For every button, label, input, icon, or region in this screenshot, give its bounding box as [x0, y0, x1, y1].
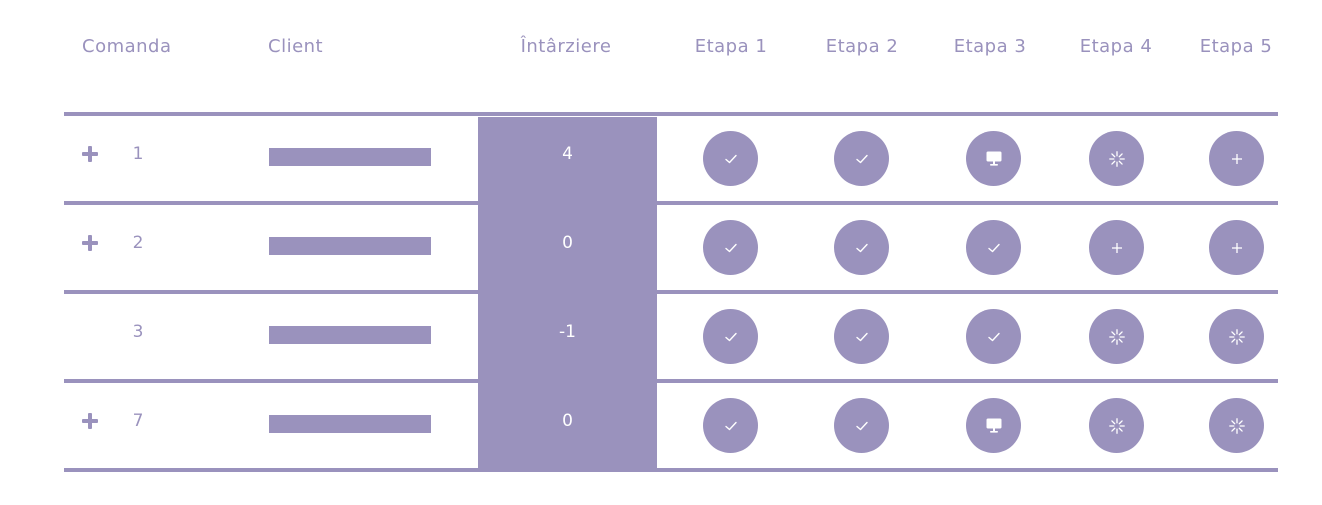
plus-icon: [1231, 242, 1243, 254]
stage-5-status[interactable]: [1209, 309, 1264, 364]
stage-3-status[interactable]: [966, 309, 1021, 364]
check-icon: [724, 242, 738, 254]
stage-4-status[interactable]: [1089, 131, 1144, 186]
check-icon: [724, 331, 738, 343]
table-row[interactable]: 3 -1: [0, 295, 1322, 381]
row-divider: [64, 112, 1278, 116]
stage-2-status[interactable]: [834, 309, 889, 364]
expand-row-plus-icon[interactable]: [81, 412, 99, 430]
stage-4-status[interactable]: [1089, 220, 1144, 275]
order-number: 2: [132, 233, 144, 253]
stage-4-status[interactable]: [1089, 309, 1144, 364]
order-number: 3: [132, 322, 144, 342]
check-icon: [855, 153, 869, 165]
spinner-icon: [1228, 328, 1246, 346]
header-stage-4[interactable]: Etapa 4: [1079, 36, 1153, 57]
check-icon: [724, 153, 738, 165]
row-divider: [64, 201, 1278, 205]
stage-3-status[interactable]: [966, 398, 1021, 453]
stage-1-status[interactable]: [703, 309, 758, 364]
order-number: 7: [132, 411, 144, 431]
stage-2-status[interactable]: [834, 220, 889, 275]
delay-value: 0: [562, 233, 573, 253]
client-name-placeholder: [269, 237, 431, 255]
header-stage-5[interactable]: Etapa 5: [1199, 36, 1273, 57]
plus-icon: [1111, 242, 1123, 254]
plus-icon: [1231, 153, 1243, 165]
header-order[interactable]: Comanda: [82, 36, 172, 57]
spinner-icon: [1108, 150, 1126, 168]
header-delay[interactable]: Întârziere: [520, 36, 612, 57]
table-header: Comanda Client Întârziere Etapa 1 Etapa …: [0, 36, 1322, 64]
spinner-icon: [1108, 417, 1126, 435]
stage-3-status[interactable]: [966, 220, 1021, 275]
stage-1-status[interactable]: [703, 398, 758, 453]
header-stage-2[interactable]: Etapa 2: [825, 36, 899, 57]
row-divider: [64, 290, 1278, 294]
header-stage-1[interactable]: Etapa 1: [694, 36, 768, 57]
check-icon: [855, 242, 869, 254]
stage-3-status[interactable]: [966, 131, 1021, 186]
monitor-icon: [985, 150, 1003, 167]
stage-5-status[interactable]: [1209, 131, 1264, 186]
stage-2-status[interactable]: [834, 398, 889, 453]
spinner-icon: [1228, 417, 1246, 435]
check-icon: [987, 242, 1001, 254]
expand-row-plus-icon[interactable]: [81, 234, 99, 252]
order-number: 1: [132, 144, 144, 164]
check-icon: [724, 420, 738, 432]
stage-1-status[interactable]: [703, 131, 758, 186]
stage-5-status[interactable]: [1209, 220, 1264, 275]
delay-value: -1: [559, 322, 576, 342]
header-client[interactable]: Client: [268, 36, 324, 57]
stage-5-status[interactable]: [1209, 398, 1264, 453]
check-icon: [855, 420, 869, 432]
check-icon: [987, 331, 1001, 343]
stage-4-status[interactable]: [1089, 398, 1144, 453]
stage-1-status[interactable]: [703, 220, 758, 275]
spinner-icon: [1108, 328, 1126, 346]
expand-row-plus-icon[interactable]: [81, 145, 99, 163]
row-divider: [64, 379, 1278, 383]
delay-value: 0: [562, 411, 573, 431]
delay-value: 4: [562, 144, 573, 164]
client-name-placeholder: [269, 415, 431, 433]
header-stage-3[interactable]: Etapa 3: [953, 36, 1027, 57]
monitor-icon: [985, 417, 1003, 434]
client-name-placeholder: [269, 326, 431, 344]
check-icon: [855, 331, 869, 343]
stage-2-status[interactable]: [834, 131, 889, 186]
client-name-placeholder: [269, 148, 431, 166]
row-divider: [64, 468, 1278, 472]
